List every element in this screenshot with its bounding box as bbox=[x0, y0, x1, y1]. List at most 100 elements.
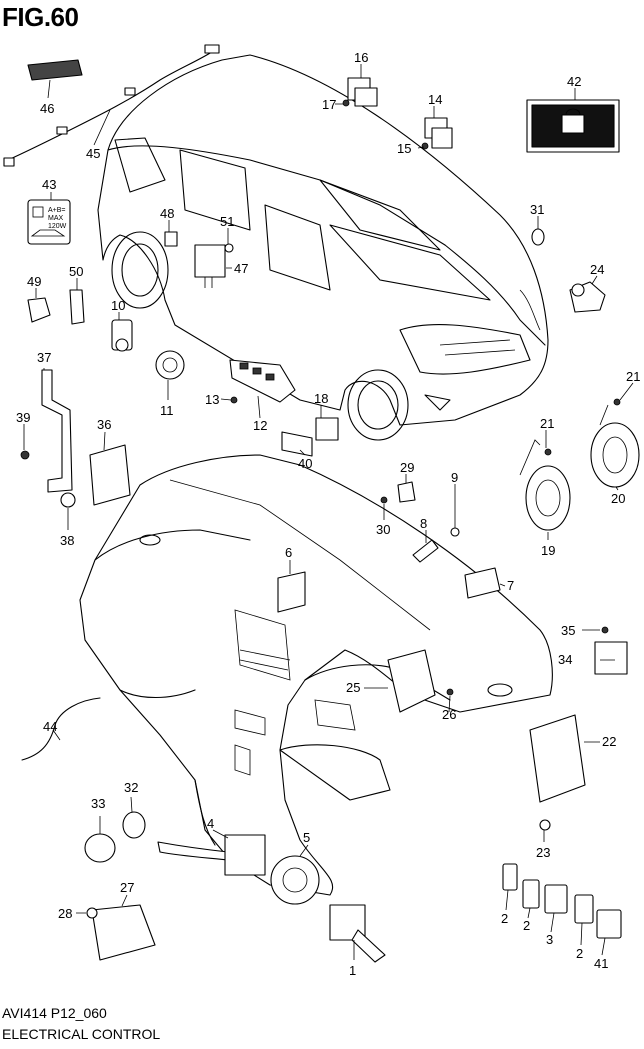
callout-13: 13 bbox=[205, 392, 219, 407]
figure-code: AVI414 P12_060 bbox=[2, 1005, 107, 1021]
callout-32: 32 bbox=[124, 780, 138, 795]
callout-24: 24 bbox=[590, 262, 604, 277]
svg-text:A+B=: A+B= bbox=[48, 207, 66, 214]
callout-3: 3 bbox=[546, 932, 553, 947]
part-30-screw bbox=[380, 496, 388, 504]
callout-22: 22 bbox=[602, 734, 616, 749]
part-35-screw bbox=[601, 626, 609, 634]
part-5-clock-spring bbox=[270, 855, 320, 905]
callout-labels: 16 17 1 4 15 42 31 24 46 45 43 48 51 47 4… bbox=[16, 50, 640, 978]
part-1-switch bbox=[329, 904, 386, 963]
part-22-ecm bbox=[529, 714, 586, 803]
callout-8: 8 bbox=[420, 516, 427, 531]
part-19-horn bbox=[519, 439, 571, 531]
part-44-harness bbox=[21, 697, 101, 761]
callout-16: 16 bbox=[354, 50, 368, 65]
part-38-grommet bbox=[60, 492, 76, 508]
callout-51: 51 bbox=[220, 214, 234, 229]
part-34-relay bbox=[594, 641, 628, 675]
part-25-module bbox=[387, 649, 436, 713]
callout-44: 44 bbox=[43, 719, 57, 734]
part-14-relay bbox=[421, 117, 453, 150]
callout-43: 43 bbox=[42, 177, 56, 192]
callout-26: 26 bbox=[442, 707, 456, 722]
callout-30: 30 bbox=[376, 522, 390, 537]
callout-6: 6 bbox=[285, 545, 292, 560]
callout-48: 48 bbox=[160, 206, 174, 221]
part-10-sensor bbox=[111, 319, 133, 352]
part-23-nut bbox=[539, 819, 551, 831]
part-21b-bolt bbox=[613, 398, 621, 406]
part-43-label: A+B= MAX 120W bbox=[27, 199, 71, 245]
part-32-socket bbox=[122, 811, 146, 839]
part-11-grommet bbox=[155, 350, 185, 380]
part-40-switch bbox=[281, 431, 313, 457]
callout-15: 15 bbox=[397, 141, 411, 156]
callout-33: 33 bbox=[91, 796, 105, 811]
part-45-harness bbox=[3, 44, 220, 167]
callout-19: 19 bbox=[541, 543, 555, 558]
part-2a-switch bbox=[502, 863, 518, 891]
callout-2c: 2 bbox=[576, 946, 583, 961]
part-3-switch bbox=[544, 884, 568, 914]
callout-2b: 2 bbox=[523, 918, 530, 933]
part-20-horn bbox=[590, 404, 640, 488]
part-4-switch bbox=[157, 834, 266, 876]
callout-27: 27 bbox=[120, 880, 134, 895]
part-7-switch bbox=[464, 567, 501, 599]
figure-title: FIG.60 bbox=[2, 2, 79, 32]
part-47-module bbox=[194, 244, 226, 288]
part-6-module bbox=[277, 571, 306, 613]
part-42-label bbox=[526, 99, 620, 153]
part-8-sensor bbox=[412, 539, 439, 563]
callout-36: 36 bbox=[97, 417, 111, 432]
callout-5: 5 bbox=[303, 830, 310, 845]
callout-21b: 21 bbox=[626, 369, 640, 384]
part-46-pad bbox=[27, 59, 83, 81]
callout-38: 38 bbox=[60, 533, 74, 548]
callout-39: 39 bbox=[16, 410, 30, 425]
part-33-socket bbox=[84, 833, 116, 863]
part-12-switch bbox=[229, 359, 296, 403]
callout-41: 41 bbox=[594, 956, 608, 971]
callout-20: 20 bbox=[611, 491, 625, 506]
part-2c-switch bbox=[574, 894, 594, 924]
callout-25: 25 bbox=[346, 680, 360, 695]
callout-46: 46 bbox=[40, 101, 54, 116]
callout-23: 23 bbox=[536, 845, 550, 860]
part-28-nut bbox=[86, 907, 98, 919]
part-18-switch bbox=[315, 417, 339, 441]
figure-caption: ELECTRICAL CONTROL bbox=[2, 1026, 161, 1042]
callout-10: 10 bbox=[111, 298, 125, 313]
part-2b-switch bbox=[522, 879, 540, 909]
callout-45: 45 bbox=[86, 146, 100, 161]
callout-35: 35 bbox=[561, 623, 575, 638]
part-49-sensor bbox=[27, 297, 51, 323]
part-39-bolt bbox=[20, 450, 30, 460]
part-50-bracket bbox=[69, 289, 85, 325]
callout-47: 47 bbox=[234, 261, 248, 276]
callout-31: 31 bbox=[530, 202, 544, 217]
callout-18: 18 bbox=[314, 391, 328, 406]
part-51-nut bbox=[224, 243, 234, 253]
callout-1: 1 bbox=[349, 963, 356, 978]
part-48-sensor bbox=[164, 231, 178, 247]
callout-4: 4 bbox=[207, 816, 214, 831]
callout-37: 37 bbox=[37, 350, 51, 365]
callout-42: 42 bbox=[567, 74, 581, 89]
vehicle-outline bbox=[97, 54, 549, 441]
part-24-sensor bbox=[569, 281, 606, 313]
callout-34: 34 bbox=[558, 652, 572, 667]
part-27-airbag-module bbox=[91, 904, 156, 961]
part-13-screw bbox=[230, 396, 238, 404]
dashboard-outline bbox=[79, 454, 553, 896]
part-16-relay bbox=[342, 77, 378, 107]
part-37-bracket bbox=[41, 369, 73, 493]
callout-17: 17 bbox=[322, 97, 336, 112]
leader-lines bbox=[23, 64, 634, 960]
callout-40: 40 bbox=[298, 456, 312, 471]
callout-12: 12 bbox=[253, 418, 267, 433]
callout-11: 11 bbox=[160, 403, 174, 418]
callout-29: 29 bbox=[400, 460, 414, 475]
